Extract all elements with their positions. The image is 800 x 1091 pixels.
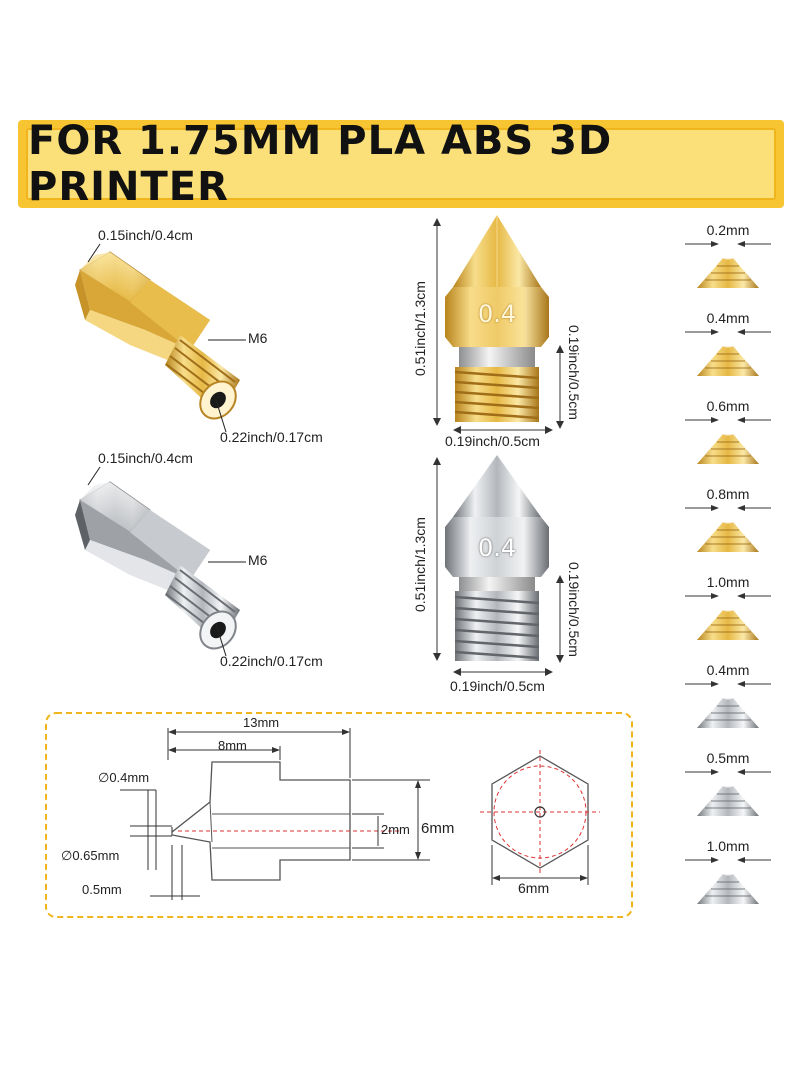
steel-width-label: 0.19inch/0.5cm	[450, 678, 545, 694]
steel-thread-leader	[208, 561, 246, 563]
dim-tip-diameter: ∅0.4mm	[98, 770, 150, 785]
title-banner: FOR 1.75MM PLA ABS 3D PRINTER	[18, 118, 784, 210]
tip-size-icon	[685, 769, 771, 816]
brass-tip-leader	[87, 243, 101, 263]
tip-size-label: 0.8mm	[706, 486, 750, 502]
steel-height-dim-line	[433, 457, 441, 661]
tip-size-label: 0.4mm	[706, 662, 750, 678]
steel-tip-label: 0.15inch/0.4cm	[98, 450, 193, 466]
brass-bore-leader	[215, 399, 227, 433]
steel-width-dim-line	[453, 668, 553, 676]
tip-size-icon	[685, 593, 771, 640]
brass-height-dim-line	[433, 218, 441, 426]
tip-size-icon	[685, 857, 771, 904]
steel-side-thread	[454, 591, 540, 661]
dim-bore-diameter: 2mm	[381, 822, 410, 837]
brass-thread-leader	[208, 339, 246, 341]
tip-size-label: 0.6mm	[706, 398, 750, 414]
brass-bore-label: 0.22inch/0.17cm	[220, 429, 323, 445]
brass-nozzle-3d-image	[75, 251, 240, 420]
brass-thread-height-label: 0.19inch/0.5cm	[566, 325, 582, 420]
brass-side-thread	[454, 367, 540, 422]
brass-width-label: 0.19inch/0.5cm	[445, 433, 540, 449]
banner-title: FOR 1.75MM PLA ABS 3D PRINTER	[28, 118, 613, 210]
tip-size-label: 1.0mm	[706, 574, 750, 590]
dim-overall-length: 13mm	[243, 715, 280, 730]
brass-tip-label: 0.15inch/0.4cm	[98, 227, 193, 243]
brass-width-dim-line	[453, 426, 553, 434]
tip-size-icon	[685, 329, 771, 376]
tip-size-icon	[685, 681, 771, 728]
brass-side-view-image	[445, 215, 549, 422]
steel-nozzle-3d-image	[75, 481, 240, 650]
steel-thread-label: M6	[248, 552, 268, 568]
tip-size-label: 1.0mm	[706, 838, 750, 854]
steel-bore-label: 0.22inch/0.17cm	[220, 653, 323, 669]
tip-size-icon	[685, 417, 771, 464]
dim-tip-length: 0.5mm	[82, 882, 122, 897]
tip-size-icon	[685, 241, 771, 288]
brass-thread-label: M6	[248, 330, 268, 346]
dim-body-length: 8mm	[218, 738, 247, 753]
brass-thread-height-dim-line	[556, 345, 564, 429]
dim-tip-outer-diameter: ∅0.65mm	[61, 848, 120, 863]
steel-bore-leader	[215, 623, 227, 657]
tip-size-icon	[685, 505, 771, 552]
dim-thread-diameter: 6mm	[421, 820, 455, 837]
steel-thread-height-label: 0.19inch/0.5cm	[566, 562, 582, 657]
title-banner-inner: FOR 1.75MM PLA ABS 3D PRINTER	[26, 118, 776, 210]
brass-height-label: 0.51inch/1.3cm	[412, 281, 428, 376]
tip-size-label: 0.5mm	[706, 750, 750, 766]
technical-drawing-border	[45, 712, 633, 918]
brass-engraving: 0.4	[478, 300, 517, 328]
steel-engraving: 0.4	[478, 534, 517, 562]
steel-tip-leader	[87, 466, 101, 486]
steel-side-view-image	[445, 455, 549, 661]
steel-thread-height-dim-line	[556, 575, 564, 663]
steel-height-label: 0.51inch/1.3cm	[412, 517, 428, 612]
dim-hex-width: 6mm	[518, 880, 550, 896]
tip-size-label: 0.2mm	[706, 222, 750, 238]
nozzle-section-drawing	[120, 728, 430, 900]
hex-end-view	[480, 750, 600, 885]
tip-size-label: 0.4mm	[706, 310, 750, 326]
